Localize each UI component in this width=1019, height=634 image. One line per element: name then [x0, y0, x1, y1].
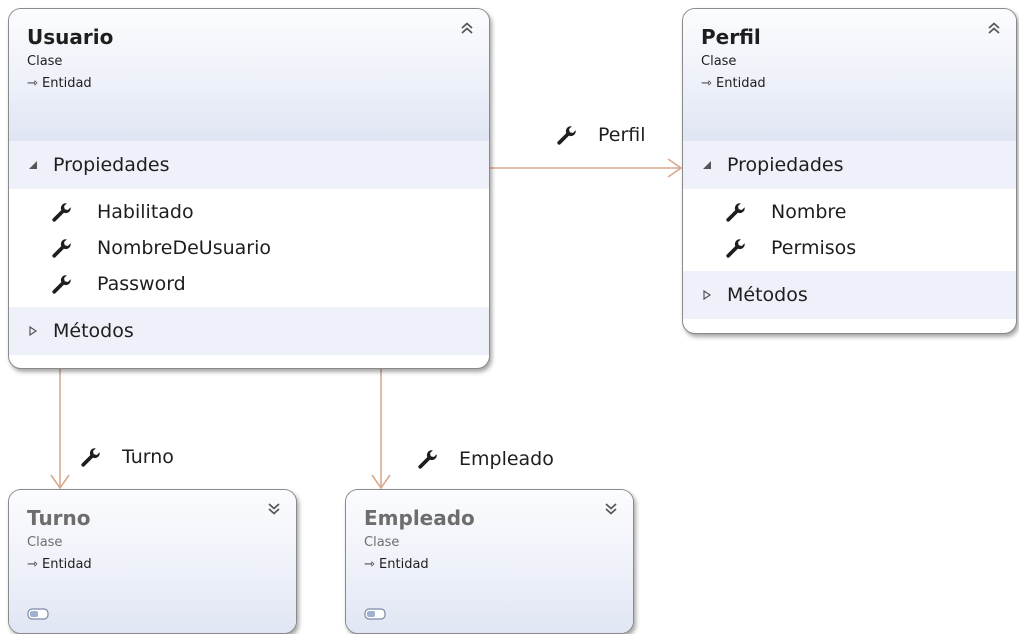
- base-class-name: Entidad: [716, 76, 766, 91]
- class-base: ⇾ Entidad: [27, 75, 471, 93]
- compartment-toggle-icon[interactable]: [364, 608, 386, 620]
- double-chevron-up-icon[interactable]: [986, 20, 1002, 36]
- double-chevron-up-icon[interactable]: [459, 20, 475, 36]
- class-empleado[interactable]: Empleado Clase ⇾ Entidad: [345, 489, 634, 634]
- section-label: Métodos: [727, 284, 808, 306]
- class-header[interactable]: Usuario Clase ⇾ Entidad: [9, 9, 489, 141]
- property-item[interactable]: Nombre: [683, 194, 1016, 230]
- base-class-name: Entidad: [42, 557, 92, 572]
- inheritance-arrow-icon: ⇾: [27, 557, 38, 572]
- empleado-connector-text: Empleado: [459, 448, 554, 470]
- properties-list: Nombre Permisos: [683, 189, 1016, 271]
- class-header[interactable]: Perfil Clase ⇾ Entidad: [683, 9, 1016, 141]
- class-header[interactable]: Empleado Clase ⇾ Entidad: [346, 490, 633, 633]
- turno-connector-label[interactable]: Turno: [80, 446, 174, 468]
- base-class-name: Entidad: [379, 557, 429, 572]
- empleado-connector-arrowhead: [371, 474, 391, 490]
- property-item[interactable]: NombreDeUsuario: [9, 230, 489, 266]
- class-kind: Clase: [27, 535, 63, 550]
- property-name: Habilitado: [97, 201, 194, 223]
- properties-list: Habilitado NombreDeUsuario Password: [9, 189, 489, 307]
- property-item[interactable]: Password: [9, 266, 489, 302]
- expanded-triangle-icon[interactable]: [27, 159, 39, 171]
- wrench-icon: [417, 448, 439, 470]
- wrench-icon: [51, 237, 73, 259]
- wrench-icon: [556, 124, 578, 146]
- class-base: ⇾ Entidad: [701, 75, 998, 93]
- class-base: ⇾ Entidad: [364, 556, 615, 574]
- perfil-connector-arrowhead: [667, 158, 683, 178]
- compartment-toggle-icon[interactable]: [27, 608, 49, 620]
- perfil-connector-label[interactable]: Perfil: [556, 124, 646, 146]
- class-header[interactable]: Turno Clase ⇾ Entidad: [9, 490, 296, 633]
- perfil-connector-text: Perfil: [598, 124, 646, 146]
- class-turno[interactable]: Turno Clase ⇾ Entidad: [8, 489, 297, 634]
- expanded-triangle-icon[interactable]: [701, 159, 713, 171]
- class-kind: Clase: [27, 54, 63, 69]
- property-item[interactable]: Permisos: [683, 230, 1016, 266]
- inheritance-arrow-icon: ⇾: [364, 557, 375, 572]
- property-name: Password: [97, 273, 186, 295]
- property-name: Permisos: [771, 237, 857, 259]
- double-chevron-down-icon[interactable]: [266, 501, 282, 517]
- section-label: Propiedades: [53, 154, 170, 176]
- class-name: Perfil: [701, 25, 761, 49]
- wrench-icon: [51, 273, 73, 295]
- base-class-name: Entidad: [42, 76, 92, 91]
- class-kind: Clase: [364, 535, 400, 550]
- property-item[interactable]: Habilitado: [9, 194, 489, 230]
- class-name: Empleado: [364, 506, 475, 530]
- wrench-icon: [80, 446, 102, 468]
- class-usuario[interactable]: Usuario Clase ⇾ Entidad Propiedades Habi…: [8, 8, 490, 369]
- class-name: Turno: [27, 506, 91, 530]
- properties-section-header[interactable]: Propiedades: [683, 141, 1016, 189]
- double-chevron-down-icon[interactable]: [603, 501, 619, 517]
- class-kind: Clase: [701, 54, 737, 69]
- class-perfil[interactable]: Perfil Clase ⇾ Entidad Propiedades Nombr…: [682, 8, 1017, 334]
- empleado-connector-label[interactable]: Empleado: [417, 448, 554, 470]
- wrench-icon: [725, 201, 747, 223]
- inheritance-arrow-icon: ⇾: [27, 76, 38, 91]
- wrench-icon: [725, 237, 747, 259]
- collapsed-triangle-icon[interactable]: [701, 289, 713, 301]
- wrench-icon: [51, 201, 73, 223]
- inheritance-arrow-icon: ⇾: [701, 76, 712, 91]
- collapsed-triangle-icon[interactable]: [27, 325, 39, 337]
- methods-section-header[interactable]: Métodos: [683, 271, 1016, 319]
- properties-section-header[interactable]: Propiedades: [9, 141, 489, 189]
- property-name: NombreDeUsuario: [97, 237, 272, 259]
- turno-connector-arrowhead: [50, 474, 70, 490]
- class-base: ⇾ Entidad: [27, 556, 278, 574]
- section-label: Métodos: [53, 320, 134, 342]
- methods-section-header[interactable]: Métodos: [9, 307, 489, 355]
- turno-connector-text: Turno: [122, 446, 174, 468]
- class-name: Usuario: [27, 25, 114, 49]
- property-name: Nombre: [771, 201, 847, 223]
- section-label: Propiedades: [727, 154, 844, 176]
